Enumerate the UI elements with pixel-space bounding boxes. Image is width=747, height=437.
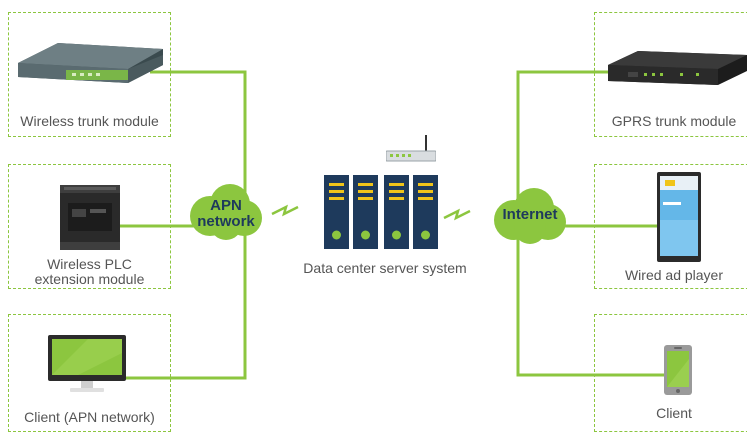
lightning-icon (443, 208, 471, 221)
client-box (594, 314, 747, 432)
gprs-router-icon (608, 51, 747, 85)
wireless-plc-label-line2: extension module (34, 271, 145, 287)
apn-network-label-line2: network (197, 213, 255, 230)
client-apn-box (8, 314, 171, 432)
server-rack-icon (324, 175, 438, 249)
wifi-router-icon (386, 135, 436, 162)
plc-icon (60, 185, 120, 250)
router-icon (18, 43, 163, 83)
wired-ad-player-box (594, 164, 747, 289)
gprs-trunk-module-box (594, 12, 747, 137)
wireless-plc-label-line1: Wireless PLC (47, 256, 132, 272)
wired-ad-player-label: Wired ad player (624, 267, 724, 283)
internet-label: Internet (502, 206, 558, 223)
data-center-label: Data center server system (303, 260, 467, 276)
apn-network-label-line1: APN (210, 197, 242, 214)
client-apn-label: Client (APN network) (24, 409, 155, 425)
lightning-icon (271, 204, 299, 217)
gprs-trunk-module-label: GPRS trunk module (611, 113, 737, 129)
wireless-trunk-module-label: Wireless trunk module (20, 113, 159, 129)
client-label: Client (656, 405, 692, 421)
wireless-trunk-module-box (8, 12, 171, 137)
wireless-plc-box (8, 164, 171, 289)
ad-player-icon (657, 172, 701, 262)
cloud-icon (190, 184, 262, 240)
cloud-icon (494, 188, 566, 244)
monitor-icon (48, 335, 126, 392)
smartphone-icon (664, 345, 692, 395)
